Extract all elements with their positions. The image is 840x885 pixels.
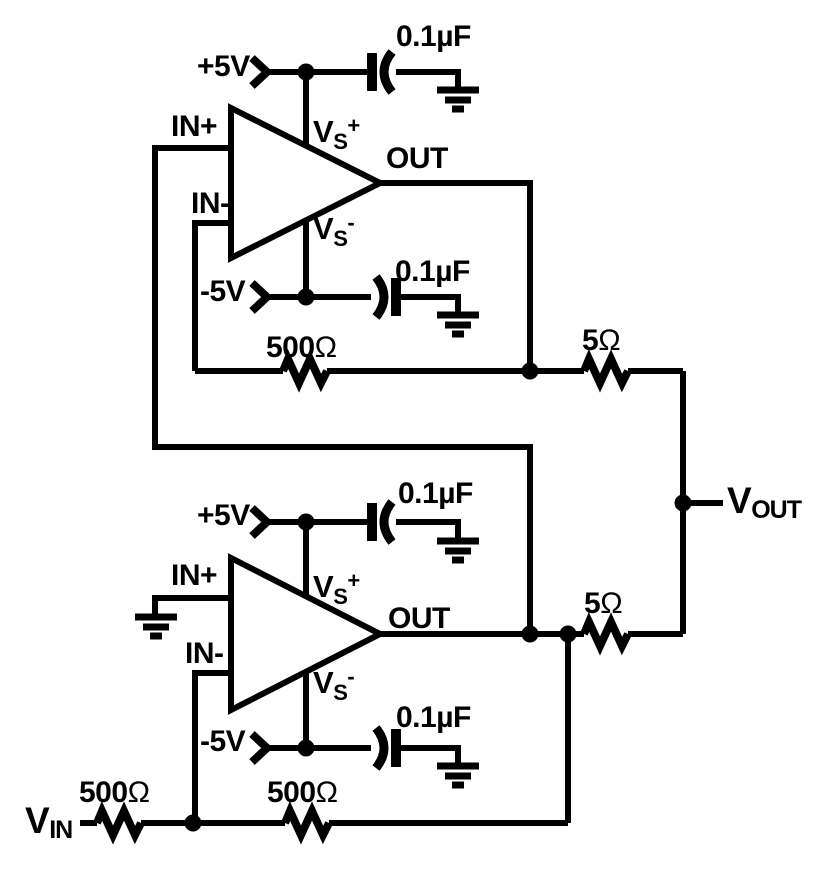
bypass-cap-neg-label-amp2: 0.1µF xyxy=(396,701,471,734)
pin-in-neg-label-amp2: IN- xyxy=(185,637,224,670)
wire xyxy=(396,69,461,91)
pin-in-pos-label-amp1: IN+ xyxy=(171,110,218,143)
resistor-zigzag xyxy=(281,801,333,845)
wire xyxy=(380,180,533,371)
wire xyxy=(152,595,231,617)
pin-vs-pos-label-amp2: VS+ xyxy=(313,570,360,608)
pin-out-label-amp1: OUT xyxy=(386,142,448,175)
amp1-circuit xyxy=(192,49,683,393)
vs-sign: + xyxy=(347,113,360,138)
wire xyxy=(152,145,533,634)
wire xyxy=(401,745,461,767)
supply-pos-label-amp1: +5V xyxy=(197,50,250,83)
bypass-cap-neg-label-amp1: 0.1µF xyxy=(395,255,470,288)
ground-symbol xyxy=(437,86,479,113)
ground-symbol xyxy=(135,613,177,640)
supply-arrow-icon xyxy=(249,731,273,765)
resistor-zigzag xyxy=(580,612,632,656)
supply-pos-label-amp2: +5V xyxy=(197,499,250,532)
bypass-cap-pos-label-amp1: 0.1µF xyxy=(396,20,471,53)
resistor-unit: Ω xyxy=(314,331,337,364)
ground-symbol xyxy=(437,537,479,564)
pin-out-label-amp2: OUT xyxy=(388,602,450,635)
input-network xyxy=(80,801,568,845)
vs-sign: - xyxy=(347,664,355,689)
pin-vs-neg-label-amp1: VS- xyxy=(313,210,355,251)
vs-base: V xyxy=(313,665,334,700)
pin-vs-neg-label-amp2: VS- xyxy=(313,664,355,705)
wire xyxy=(192,220,231,371)
vnode-sub: OUT xyxy=(751,496,802,524)
vs-base: V xyxy=(313,569,334,604)
supply-arrow-icon xyxy=(249,505,273,539)
capacitor-plate-curved xyxy=(372,725,389,771)
vs-sign: + xyxy=(347,568,360,593)
resistor-zigzag xyxy=(93,801,145,845)
junction-dot xyxy=(297,513,315,531)
amp2-circuit xyxy=(135,499,683,823)
resistor-zigzag xyxy=(580,349,632,393)
vs-base: V xyxy=(313,211,334,246)
interconnect-wires xyxy=(152,145,723,634)
resistor-value: 500 xyxy=(266,331,315,364)
supply-arrow-icon xyxy=(249,55,273,89)
resistor-unit: Ω xyxy=(127,776,150,809)
opamp-triangle xyxy=(228,553,387,715)
wire xyxy=(401,294,461,316)
resistor-value: 500 xyxy=(79,776,128,809)
vs-sub: S xyxy=(333,680,348,705)
resistor-unit: Ω xyxy=(598,324,621,357)
supply-neg-label-amp2: -5V xyxy=(200,725,246,758)
junction-dot xyxy=(297,739,315,757)
capacitor-plate-curved xyxy=(379,499,396,545)
junction-dot xyxy=(297,288,315,306)
opamp-triangle xyxy=(228,103,387,263)
wire xyxy=(192,670,231,823)
feedback-resistor-label-amp1: 500Ω xyxy=(266,333,337,363)
resistor-unit: Ω xyxy=(315,776,338,809)
output-resistor-label-amp2: 5Ω xyxy=(584,589,623,619)
vnode-base: V xyxy=(727,480,752,521)
junction-dot xyxy=(674,494,692,512)
junction-dot xyxy=(184,814,202,832)
input-series-resistor-label: 500Ω xyxy=(79,778,150,808)
vnode-sub: IN xyxy=(49,816,73,844)
ground-symbol xyxy=(437,762,479,789)
resistor-value: 500 xyxy=(267,776,316,809)
resistor-unit: Ω xyxy=(600,587,623,620)
feedback-resistor-label-amp2: 500Ω xyxy=(267,778,338,808)
resistor-zigzag xyxy=(279,349,331,393)
vs-sub: S xyxy=(333,226,348,251)
vs-sub: S xyxy=(333,129,348,154)
resistor-value: 5 xyxy=(584,587,601,620)
ground-symbol xyxy=(437,311,479,338)
capacitor-plate-curved xyxy=(379,49,396,95)
vnode-base: V xyxy=(25,800,50,841)
vs-sign: - xyxy=(347,210,355,235)
vin-node-label: VIN xyxy=(25,800,73,844)
supply-arrow-icon xyxy=(249,280,273,314)
pin-in-neg-label-amp1: IN- xyxy=(191,187,230,220)
pin-in-pos-label-amp2: IN+ xyxy=(171,559,218,592)
capacitor-plate-curved xyxy=(372,274,389,320)
output-resistor-label-amp1: 5Ω xyxy=(582,326,621,356)
vs-base: V xyxy=(313,114,334,149)
junction-dot xyxy=(297,63,315,81)
wire xyxy=(396,519,461,542)
vout-node-label: VOUT xyxy=(727,480,802,524)
vs-sub: S xyxy=(333,584,348,609)
pin-vs-pos-label-amp1: VS+ xyxy=(313,115,360,153)
resistor-value: 5 xyxy=(582,324,599,357)
bypass-cap-pos-label-amp2: 0.1µF xyxy=(398,477,473,510)
supply-neg-label-amp1: -5V xyxy=(200,275,246,308)
